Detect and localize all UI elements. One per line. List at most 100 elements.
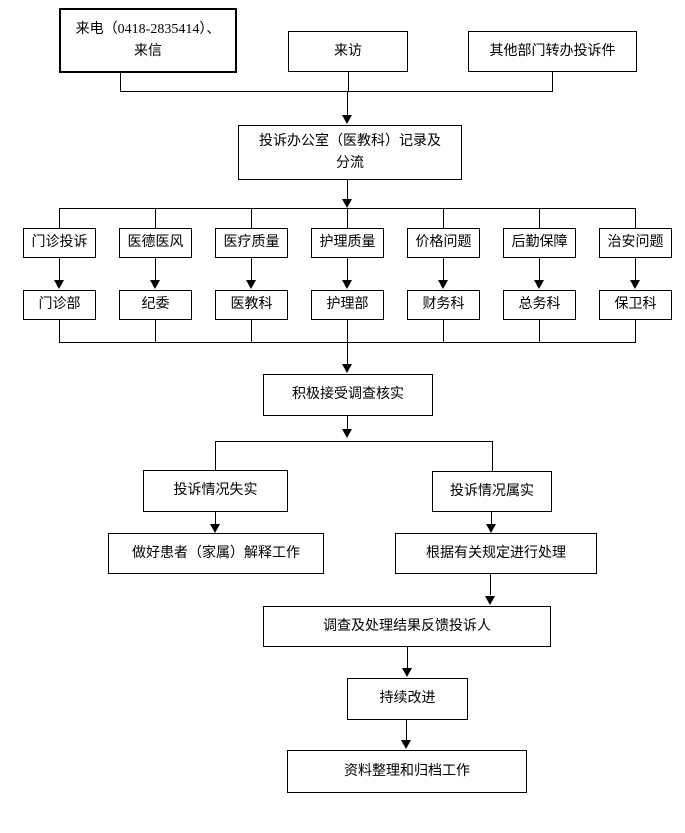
department-to-rail-connector xyxy=(539,320,540,342)
node-department: 医教科 xyxy=(215,290,288,320)
node-label: 来访 xyxy=(334,43,362,59)
node-investigation-verification: 积极接受调查核实 xyxy=(263,374,433,416)
node-label: 根据有关规定进行处理 xyxy=(426,545,566,561)
connector-vertical xyxy=(347,342,348,364)
arrowhead-down-icon xyxy=(438,280,448,289)
node-complaint-confirmed: 投诉情况属实 xyxy=(432,471,552,512)
connector-vertical xyxy=(120,73,121,91)
node-department: 护理部 xyxy=(311,290,384,320)
connector-vertical xyxy=(347,91,348,115)
node-label: 门诊部 xyxy=(38,297,81,312)
category-to-department-line xyxy=(539,258,540,280)
node-label: 做好患者（家属）解释工作 xyxy=(132,545,300,561)
department-to-rail-connector xyxy=(635,320,636,342)
node-label: 保卫科 xyxy=(614,297,657,312)
connector-vertical xyxy=(215,512,216,524)
rail-to-category-connector xyxy=(155,208,156,228)
node-label: 财务科 xyxy=(422,297,465,312)
rail-to-category-connector xyxy=(635,208,636,228)
connector-vertical xyxy=(215,441,216,470)
node-label-line: 投诉办公室（医教科）记录及 xyxy=(259,133,441,149)
node-complaint-category: 价格问题 xyxy=(407,228,480,258)
node-explain-to-patient: 做好患者（家属）解释工作 xyxy=(108,533,324,574)
node-label: 价格问题 xyxy=(415,235,472,250)
department-to-rail-connector xyxy=(155,320,156,342)
connector-vertical xyxy=(490,574,491,595)
node-complaint-category: 医德医风 xyxy=(119,228,192,258)
connector-vertical xyxy=(552,72,553,91)
node-department: 财务科 xyxy=(407,290,480,320)
node-complaint-category: 门诊投诉 xyxy=(23,228,96,258)
arrowhead-down-icon xyxy=(485,596,495,605)
node-department: 纪委 xyxy=(119,290,192,320)
node-label: 纪委 xyxy=(141,297,170,312)
node-complaint-category: 护理质量 xyxy=(311,228,384,258)
node-complaint-untrue: 投诉情况失实 xyxy=(143,470,288,512)
rail-to-category-connector xyxy=(59,208,60,228)
department-to-rail-connector xyxy=(251,320,252,342)
node-label: 投诉情况失实 xyxy=(173,483,258,498)
category-to-department-line xyxy=(251,258,252,280)
node-archiving: 资料整理和归档工作 xyxy=(287,750,527,793)
node-label: 后勤保障 xyxy=(511,235,568,250)
department-to-rail-connector xyxy=(347,320,348,342)
connector-horizontal-rail xyxy=(215,441,493,442)
node-label-line: 来电（0418-2835414）、 xyxy=(75,21,221,37)
node-label: 医德医风 xyxy=(127,235,184,250)
connector-horizontal-rail xyxy=(120,91,553,92)
node-label: 治安问题 xyxy=(607,235,664,250)
node-label: 投诉办公室（医教科）记录及 分流 xyxy=(259,131,441,175)
connector-vertical xyxy=(492,441,493,471)
node-label: 投诉情况属实 xyxy=(450,483,534,499)
node-handle-per-regulations: 根据有关规定进行处理 xyxy=(395,533,597,574)
node-label-line: 来信 xyxy=(133,43,162,59)
node-complaint-office-triage: 投诉办公室（医教科）记录及 分流 xyxy=(238,125,462,180)
node-label: 其他部门转办投诉件 xyxy=(489,43,616,59)
connector-vertical xyxy=(347,416,348,429)
connector-vertical xyxy=(491,512,492,524)
arrowhead-down-icon xyxy=(402,668,412,677)
rail-to-category-connector xyxy=(251,208,252,228)
node-label: 护理部 xyxy=(326,297,369,312)
node-label: 医疗质量 xyxy=(223,235,280,250)
arrowhead-down-icon xyxy=(210,524,220,533)
node-label: 积极接受调查核实 xyxy=(292,387,404,402)
node-label: 总务科 xyxy=(518,297,561,312)
node-label: 护理质量 xyxy=(319,235,376,250)
node-result-feedback: 调查及处理结果反馈投诉人 xyxy=(263,606,551,647)
node-label: 门诊投诉 xyxy=(31,235,88,250)
arrowhead-down-icon xyxy=(342,280,352,289)
node-complaint-category: 后勤保障 xyxy=(503,228,576,258)
arrowhead-down-icon xyxy=(342,115,352,124)
category-to-department-line xyxy=(443,258,444,280)
node-continuous-improvement: 持续改进 xyxy=(347,678,468,720)
arrowhead-down-icon xyxy=(342,364,352,373)
arrowhead-down-icon xyxy=(342,199,352,208)
department-to-rail-connector xyxy=(443,320,444,342)
arrowhead-down-icon xyxy=(150,280,160,289)
node-label: 来电（0418-2835414）、 来信 xyxy=(76,19,221,63)
arrowhead-down-icon xyxy=(630,280,640,289)
rail-to-category-connector xyxy=(443,208,444,228)
category-to-department-line xyxy=(347,258,348,280)
arrowhead-down-icon xyxy=(486,524,496,533)
arrowhead-down-icon xyxy=(534,280,544,289)
node-department: 门诊部 xyxy=(23,290,96,320)
node-source-phone-letter: 来电（0418-2835414）、 来信 xyxy=(59,8,237,73)
connector-vertical xyxy=(348,72,349,91)
node-label: 医教科 xyxy=(230,297,273,312)
node-label: 资料整理和归档工作 xyxy=(344,763,470,779)
arrowhead-down-icon xyxy=(246,280,256,289)
rail-to-category-connector xyxy=(347,208,348,228)
node-complaint-category: 治安问题 xyxy=(599,228,672,258)
node-label: 调查及处理结果反馈投诉人 xyxy=(323,618,491,634)
arrowhead-down-icon xyxy=(401,740,411,749)
node-department: 保卫科 xyxy=(599,290,672,320)
rail-to-category-connector xyxy=(539,208,540,228)
category-to-department-line xyxy=(635,258,636,280)
node-complaint-category: 医疗质量 xyxy=(215,228,288,258)
node-label: 持续改进 xyxy=(379,691,436,706)
node-source-visit: 来访 xyxy=(288,31,408,72)
category-to-department-line xyxy=(155,258,156,280)
